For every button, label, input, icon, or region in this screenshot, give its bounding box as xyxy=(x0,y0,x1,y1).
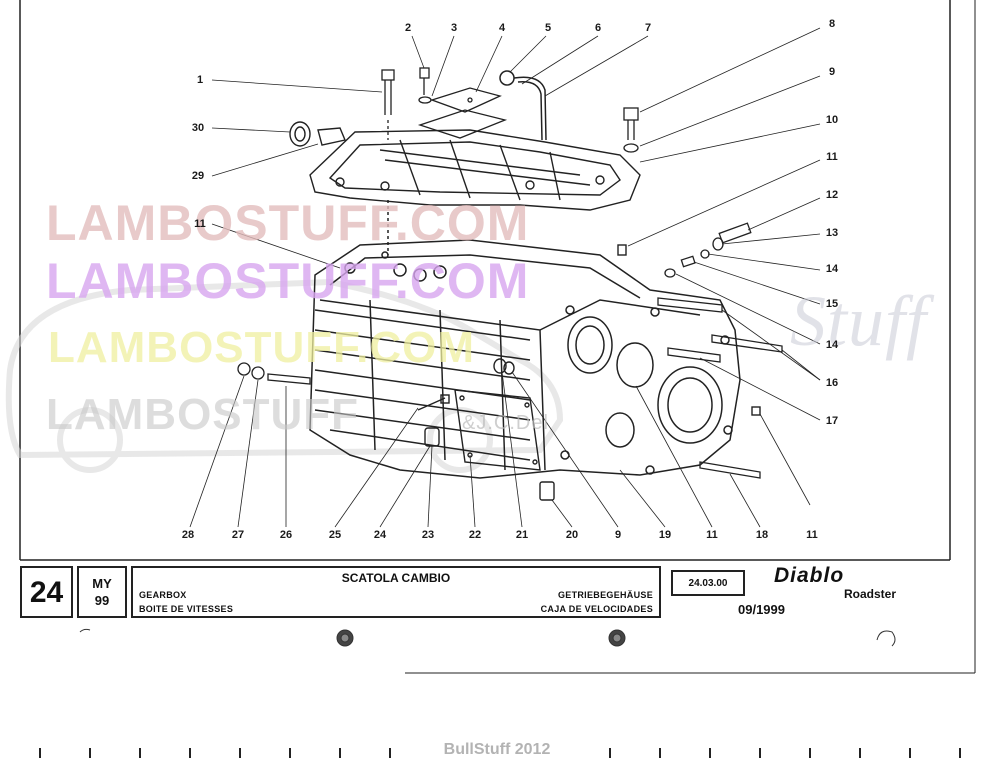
callout-11: 11 xyxy=(826,151,838,163)
watermark-jc: &J.C.Del xyxy=(462,412,549,434)
callout-30: 30 xyxy=(191,122,205,134)
studs xyxy=(237,222,783,479)
callout-21: 21 xyxy=(515,529,529,541)
cover-bolts xyxy=(381,67,639,153)
model-logo: Diablo xyxy=(774,564,845,587)
description-german: GETRIEBEGEHÄUSE xyxy=(557,590,653,600)
watermark-lambostuff: LAMBOSTUFF.COM xyxy=(46,253,530,309)
description-english: GEARBOX xyxy=(139,590,187,600)
callout-13: 13 xyxy=(825,227,839,239)
callout-15: 15 xyxy=(825,298,839,310)
page-frame xyxy=(19,0,976,674)
page-number: 24 xyxy=(29,576,64,609)
model-year-label: MY xyxy=(92,576,112,591)
callout-7: 7 xyxy=(644,22,652,34)
inspection-plate xyxy=(417,87,508,139)
callout-10: 10 xyxy=(825,114,839,126)
callout-18: 18 xyxy=(755,529,769,541)
callout-14: 14 xyxy=(825,263,839,275)
callout-29: 29 xyxy=(191,170,205,182)
seal-and-bushing xyxy=(289,121,346,147)
title-block: 24 MY 99 SCATOLA CAMBIO GEARBOX BOITE DE… xyxy=(20,564,928,620)
issue-date: 24.03.00 xyxy=(688,578,728,589)
callout-24: 24 xyxy=(373,529,387,541)
ruler-ticks xyxy=(39,748,961,758)
section-title: SCATOLA CAMBIO xyxy=(341,571,451,585)
callout-5: 5 xyxy=(544,22,552,34)
callout-9: 9 xyxy=(614,529,622,541)
callout-3: 3 xyxy=(450,22,458,34)
callout-11: 11 xyxy=(194,218,206,230)
callout-1: 1 xyxy=(196,74,204,86)
callout-16: 16 xyxy=(825,377,839,389)
watermark-stuff: Stuff xyxy=(790,281,928,361)
gearbox-housing xyxy=(309,200,741,479)
callout-20: 20 xyxy=(565,529,579,541)
callout-17: 17 xyxy=(825,415,839,427)
callout-11: 11 xyxy=(706,529,718,541)
description-box: SCATOLA CAMBIO GEARBOX BOITE DE VITESSES… xyxy=(131,566,661,618)
top-cover xyxy=(309,129,641,211)
model-year-box: MY 99 xyxy=(77,566,127,618)
model-year-value: 99 xyxy=(94,593,110,608)
watermark-lambostuff: LAMBOSTUFF xyxy=(46,390,360,439)
callout-28: 28 xyxy=(181,529,195,541)
date-box: 24.03.00 xyxy=(671,570,745,596)
callout-22: 22 xyxy=(468,529,482,541)
model-variant: Roadster xyxy=(844,587,897,601)
callout-14: 14 xyxy=(825,339,839,351)
watermark-lambostuff: LAMBOSTUFF.COM xyxy=(48,323,476,372)
edition-date: 09/1999 xyxy=(738,602,785,617)
binder-holes xyxy=(79,628,896,647)
callout-12: 12 xyxy=(825,189,839,201)
callout-2: 2 xyxy=(404,22,412,34)
breather-pipe xyxy=(499,70,547,141)
page-number-box: 24 xyxy=(20,566,73,618)
plugs-and-fittings xyxy=(417,244,761,501)
callout-11: 11 xyxy=(806,529,818,541)
callout-4: 4 xyxy=(498,22,506,34)
callout-19: 19 xyxy=(658,529,672,541)
callout-6: 6 xyxy=(594,22,602,34)
description-spanish: CAJA DE VELOCIDADES xyxy=(540,604,653,614)
callout-25: 25 xyxy=(328,529,342,541)
leader-lines xyxy=(189,27,821,528)
callout-23: 23 xyxy=(421,529,435,541)
footer-credit: BullStuff 2012 xyxy=(443,741,551,758)
callout-8: 8 xyxy=(828,18,836,30)
description-french: BOITE DE VITESSES xyxy=(139,604,234,614)
watermark-lambostuff: LAMBOSTUFF.COM xyxy=(46,195,530,251)
callout-26: 26 xyxy=(279,529,293,541)
callout-27: 27 xyxy=(231,529,245,541)
callout-9: 9 xyxy=(828,66,836,78)
